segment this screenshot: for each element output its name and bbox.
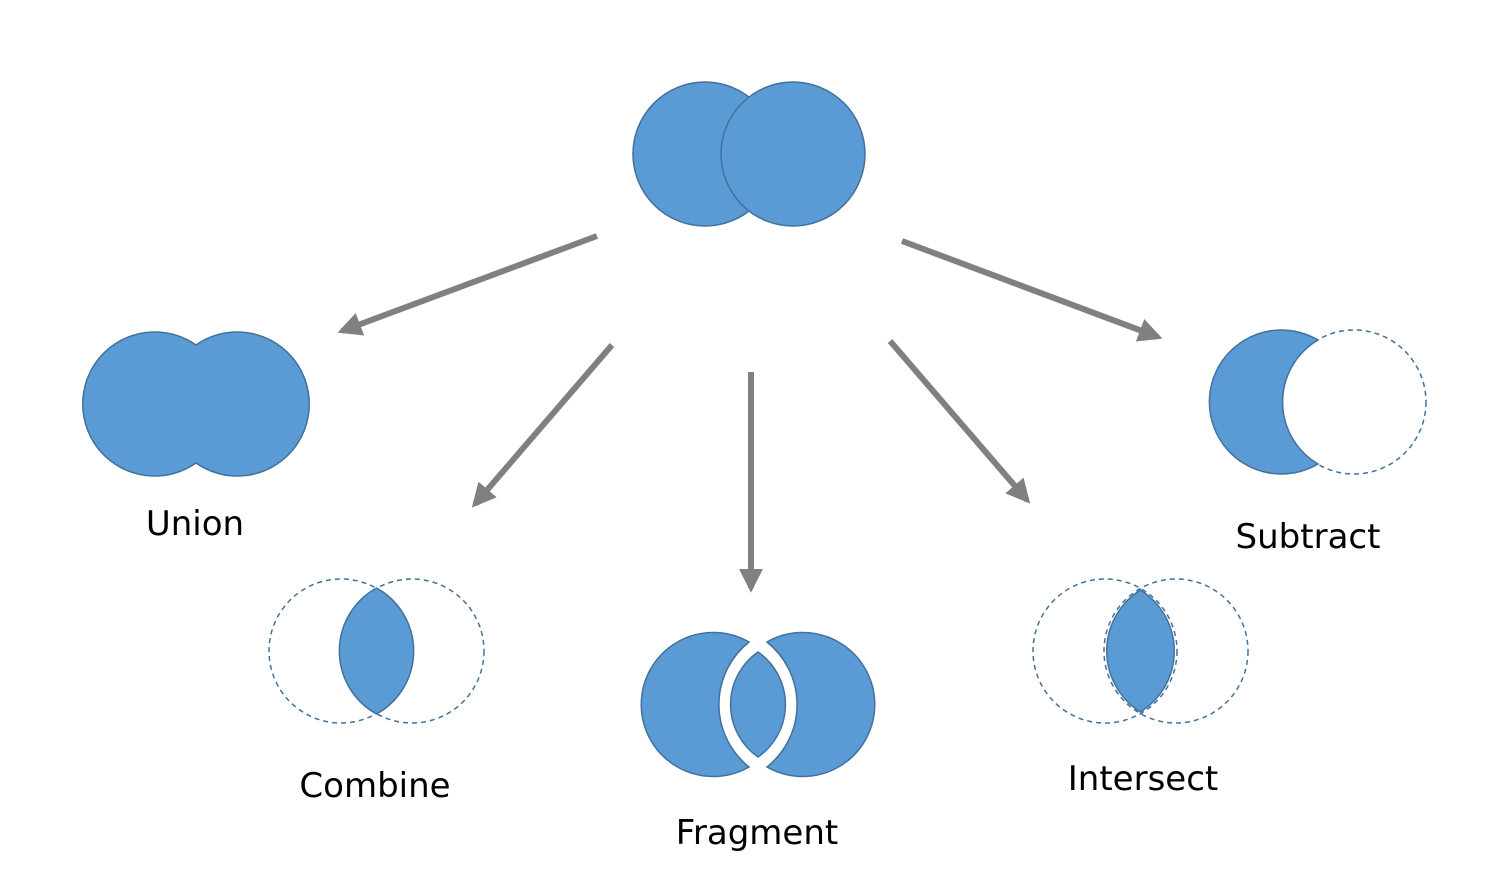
intersect-shape xyxy=(1106,589,1175,713)
intersect-result: Intersect xyxy=(1032,578,1249,799)
union-shape xyxy=(82,331,310,477)
intersect-right-outline xyxy=(1103,578,1249,724)
arrow-to-intersect xyxy=(887,339,1031,504)
arrow-to-combine xyxy=(471,343,615,508)
combine-label: Combine xyxy=(299,766,450,806)
fragment-label: Fragment xyxy=(676,813,838,853)
combine-shape xyxy=(338,587,415,715)
arrow-to-union xyxy=(337,233,599,336)
subtract-shape xyxy=(1208,329,1320,475)
fragment-right-piece xyxy=(765,631,876,778)
union-result: Union xyxy=(82,331,310,544)
combine-result: Combine xyxy=(268,578,485,806)
union-label: Union xyxy=(146,504,244,544)
source-right-circle xyxy=(720,81,866,227)
source-shape xyxy=(632,81,866,227)
intersect-label: Intersect xyxy=(1068,759,1218,799)
arrows xyxy=(337,233,1163,593)
fragment-result: Fragment xyxy=(640,631,876,853)
fragment-left-piece xyxy=(640,631,751,778)
arrow-to-subtract xyxy=(900,238,1163,342)
subtract-result: Subtract xyxy=(1208,329,1427,557)
fragment-middle-piece xyxy=(729,651,787,758)
intersect-left-outline xyxy=(1032,578,1178,724)
subtract-label: Subtract xyxy=(1236,517,1381,557)
